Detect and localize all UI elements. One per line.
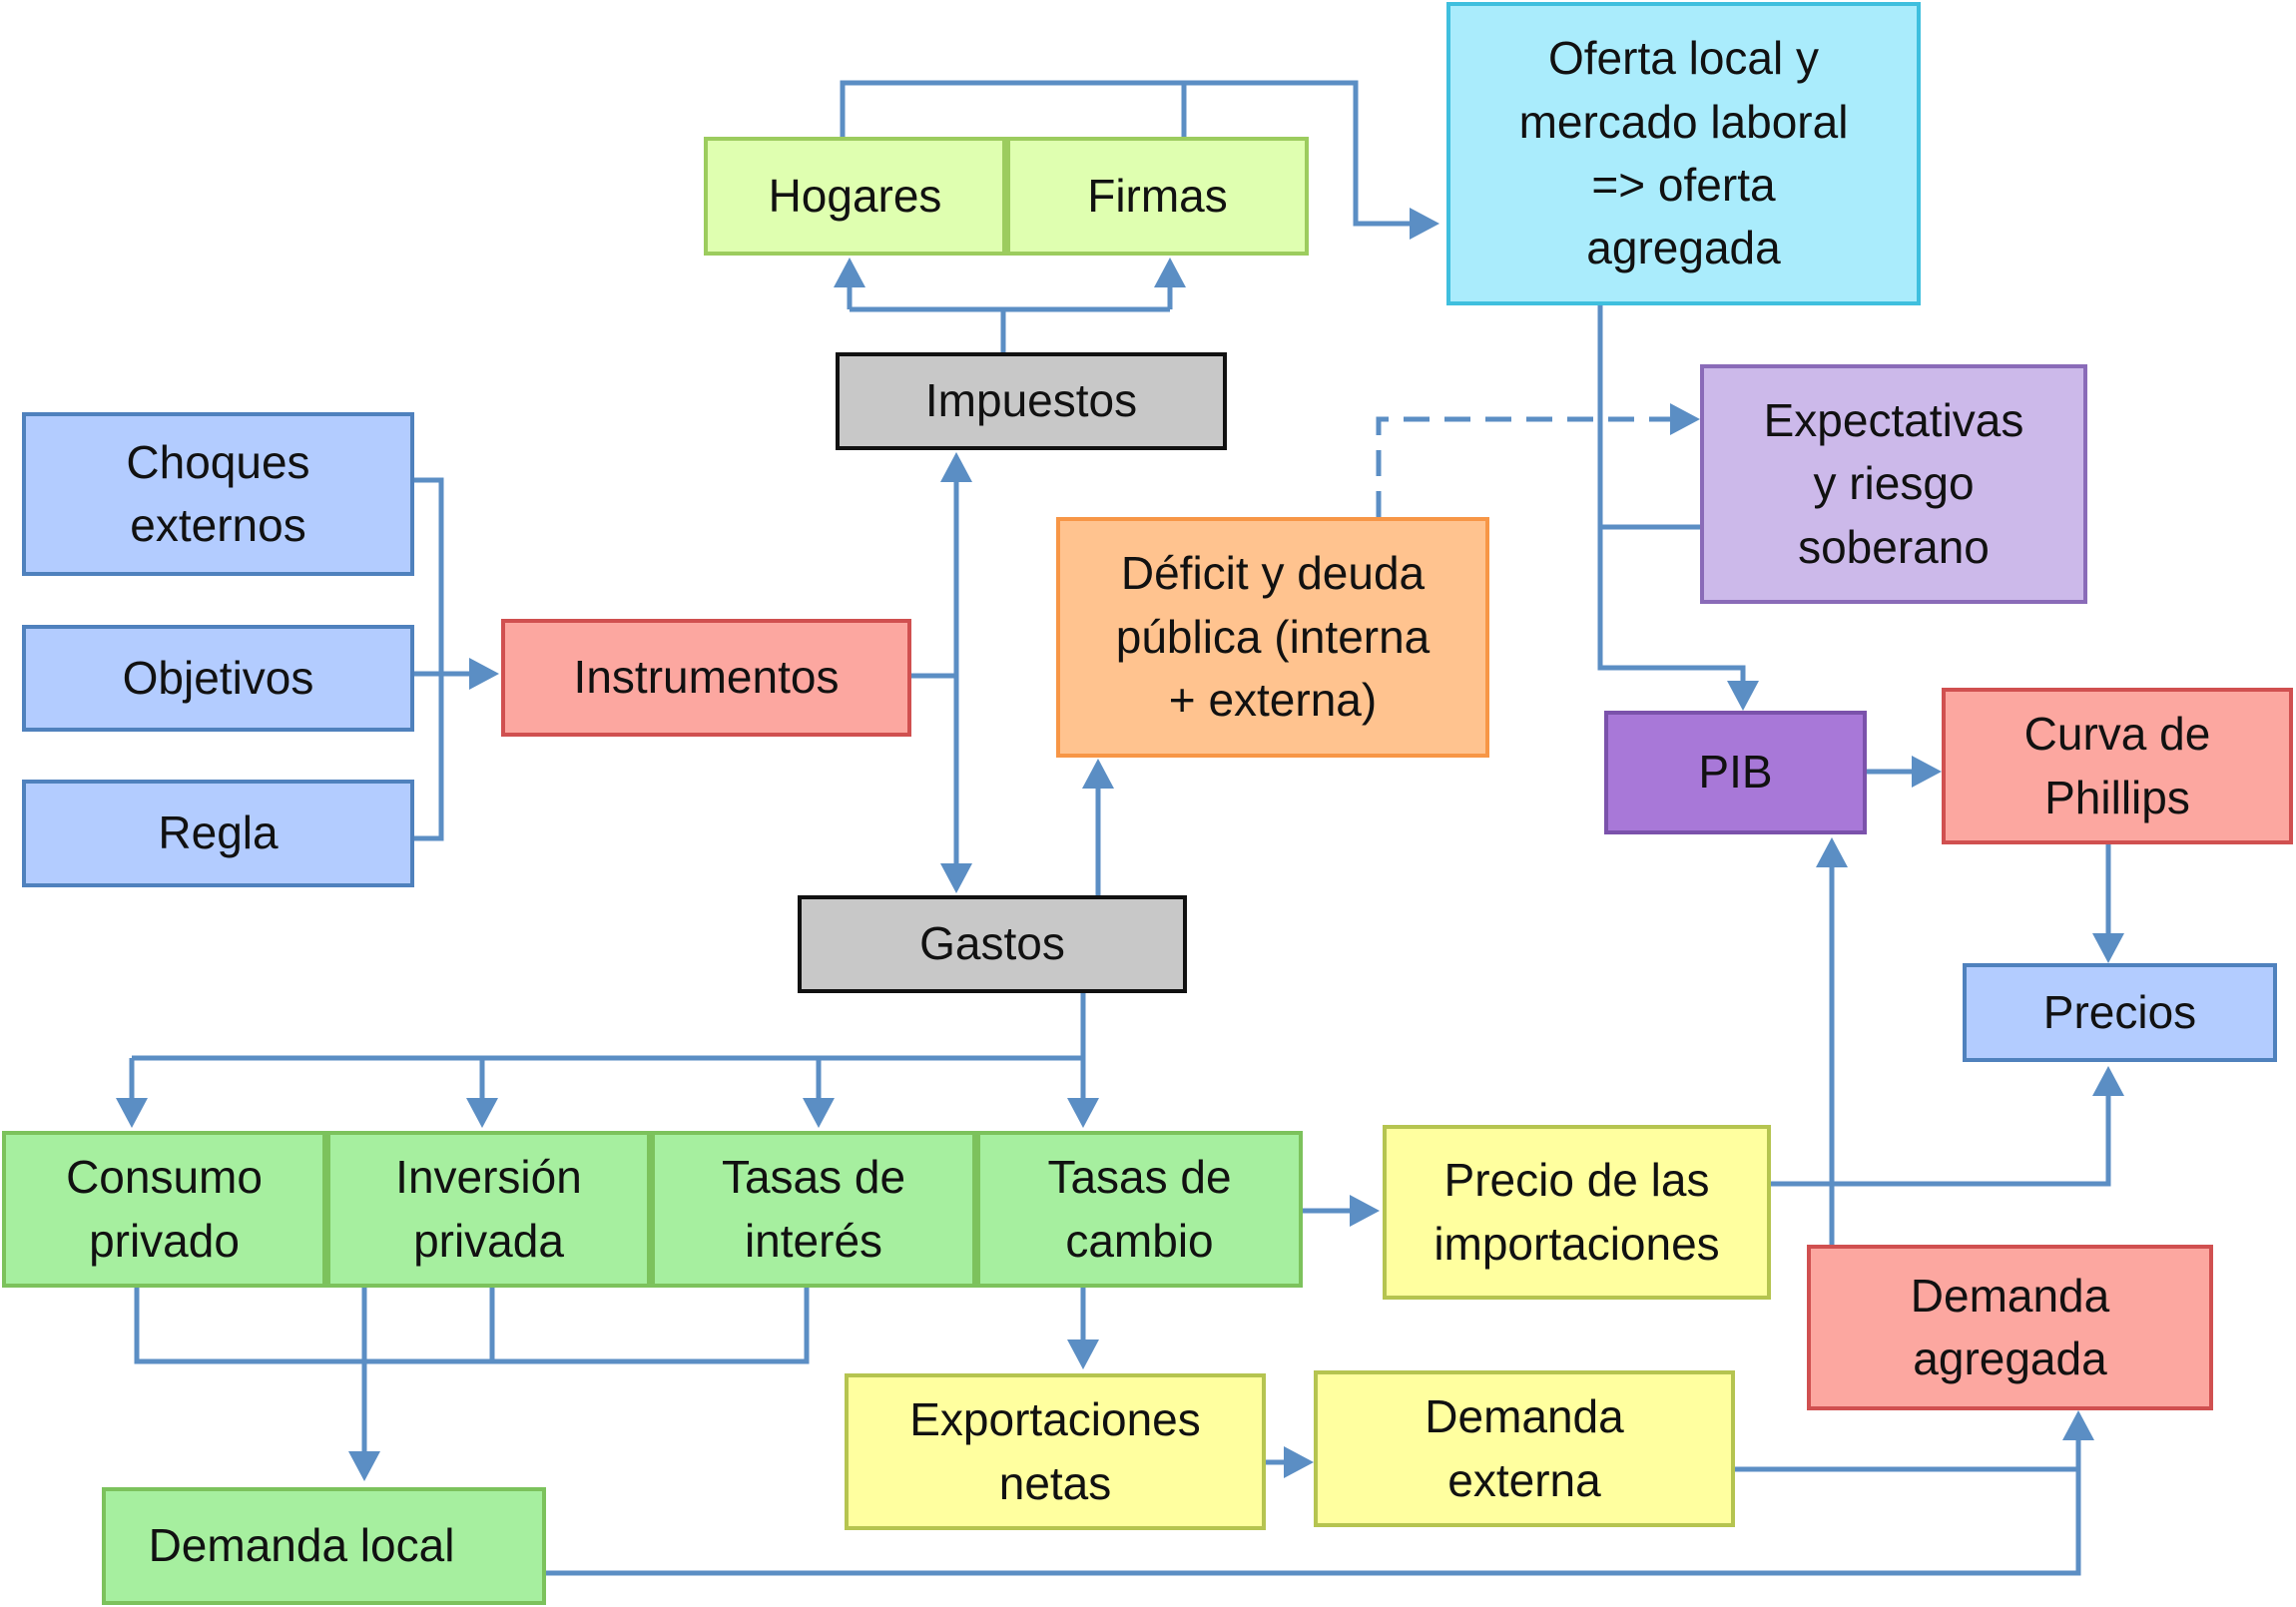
arrowhead-gastos	[940, 863, 972, 893]
node-regla-label: Regla	[158, 806, 279, 859]
arrowhead-tasas-cambio	[1067, 1098, 1099, 1128]
node-tasas-interes-label: Tasas de interés	[721, 1151, 906, 1267]
node-choques-externos: Choques externos	[22, 412, 414, 576]
arrowhead-phillips	[1912, 756, 1942, 788]
node-consumo-privado-label: Consumo privado	[66, 1151, 263, 1267]
node-impuestos: Impuestos	[836, 352, 1227, 450]
arrowhead-demanda-externa	[1284, 1446, 1314, 1478]
node-hogares-label: Hogares	[768, 169, 942, 222]
node-deficit-deuda: Déficit y deuda pública (interna + exter…	[1056, 517, 1489, 758]
node-instrumentos: Instrumentos	[501, 619, 911, 737]
arrowhead-deficit	[1082, 759, 1114, 789]
node-deficit-deuda-label: Déficit y deuda pública (interna + exter…	[1115, 547, 1431, 727]
arrowhead-precios-bottom	[2092, 1066, 2124, 1096]
arrowhead-expectativas	[1670, 403, 1700, 435]
arrowhead-firmas	[1154, 258, 1186, 287]
node-expectativas-label: Expectativas y riesgo soberano	[1763, 393, 2024, 573]
node-demanda-agregada-label: Demanda agregada	[1910, 1269, 2110, 1384]
arrowhead-pib-top	[1727, 681, 1759, 711]
node-curva-phillips: Curva de Phillips	[1942, 688, 2293, 844]
arrowhead-impuestos	[940, 452, 972, 482]
node-consumo-privado: Consumo privado	[2, 1131, 326, 1288]
arrowhead-precios-top	[2092, 933, 2124, 963]
node-demanda-externa-label: Demanda externa	[1425, 1390, 1624, 1506]
node-firmas: Firmas	[1006, 137, 1309, 256]
node-tasas-cambio-label: Tasas de cambio	[1047, 1151, 1232, 1267]
node-precios: Precios	[1963, 963, 2277, 1062]
node-demanda-agregada: Demanda agregada	[1807, 1245, 2213, 1410]
arrowhead-pib-bottom	[1816, 837, 1848, 867]
arrowhead-instrumentos	[469, 658, 499, 690]
node-choques-externos-label: Choques externos	[126, 435, 310, 551]
node-gastos: Gastos	[798, 895, 1187, 993]
arrowhead-exportaciones	[1067, 1339, 1099, 1369]
connector-hogares-oferta	[840, 80, 1413, 227]
arrowhead-consumo	[116, 1098, 148, 1128]
node-objetivos: Objetivos	[22, 625, 414, 732]
connector-consumo-bottom	[134, 1288, 810, 1364]
node-impuestos-label: Impuestos	[924, 374, 1138, 427]
node-oferta-agregada: Oferta local y mercado laboral => oferta…	[1446, 2, 1921, 305]
node-precios-label: Precios	[2042, 985, 2197, 1038]
node-oferta-agregada-label: Oferta local y mercado laboral => oferta…	[1518, 32, 1849, 274]
node-gastos-label: Gastos	[919, 917, 1065, 970]
connector-oferta-pib	[1597, 303, 1746, 684]
node-demanda-local-label: Demanda local	[148, 1519, 455, 1572]
node-demanda-local: Demanda local	[102, 1487, 546, 1605]
node-expectativas: Expectativas y riesgo soberano	[1700, 364, 2087, 604]
node-exportaciones-netas-label: Exportaciones netas	[909, 1393, 1201, 1509]
node-tasas-interes: Tasas de interés	[651, 1131, 976, 1288]
node-instrumentos-label: Instrumentos	[573, 651, 840, 704]
node-precio-importaciones: Precio de las importaciones	[1383, 1125, 1771, 1300]
arrowhead-demanda-local	[348, 1451, 380, 1481]
node-objetivos-label: Objetivos	[122, 651, 314, 704]
node-inversion-privada: Inversión privada	[326, 1131, 651, 1288]
connector-choques	[412, 477, 444, 841]
connector-local-agregada	[546, 1437, 2081, 1576]
arrowhead-oferta	[1410, 208, 1439, 240]
node-pib: PIB	[1604, 711, 1867, 834]
node-hogares: Hogares	[704, 137, 1006, 256]
node-tasas-cambio: Tasas de cambio	[976, 1131, 1303, 1288]
node-pib-label: PIB	[1698, 746, 1773, 799]
node-regla: Regla	[22, 780, 414, 887]
arrowhead-demanda-agregada	[2062, 1410, 2094, 1440]
node-precio-importaciones-label: Precio de las importaciones	[1434, 1154, 1720, 1270]
connector-importaciones-precios	[1771, 1093, 2111, 1187]
node-demanda-externa: Demanda externa	[1314, 1370, 1735, 1527]
node-curva-phillips-label: Curva de Phillips	[2023, 708, 2211, 823]
node-inversion-privada-label: Inversión privada	[395, 1151, 582, 1267]
arrowhead-inversion	[466, 1098, 498, 1128]
connector-deficit-expectativas	[1376, 416, 1673, 517]
node-firmas-label: Firmas	[1087, 169, 1228, 222]
node-exportaciones-netas: Exportaciones netas	[845, 1373, 1266, 1530]
arrowhead-hogares	[834, 258, 865, 287]
arrowhead-tasas-interes	[803, 1098, 835, 1128]
arrowhead-importaciones	[1350, 1195, 1380, 1227]
